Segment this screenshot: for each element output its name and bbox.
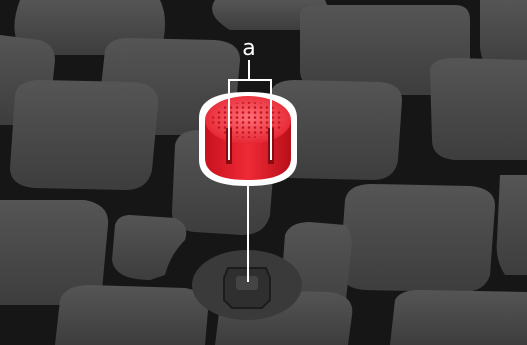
key: [55, 285, 208, 345]
callout-a-label: a: [242, 36, 255, 61]
key: [340, 184, 495, 292]
trackpoint-cap: [199, 92, 297, 186]
key: [10, 80, 158, 190]
key: [390, 290, 527, 345]
key: [430, 58, 527, 160]
key: [497, 175, 527, 275]
